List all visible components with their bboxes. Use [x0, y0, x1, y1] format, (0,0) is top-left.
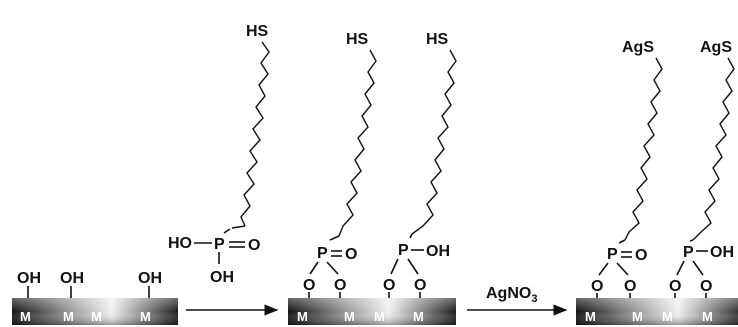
thiol-label: HS — [426, 31, 449, 48]
thiol-label: HS — [346, 31, 369, 48]
metal-oxide-surface-shade — [288, 298, 456, 325]
metal-atom-label: M — [702, 309, 713, 324]
metal-atom-label: M — [91, 309, 102, 324]
alkyl-chain — [411, 49, 457, 235]
oxygen-label: O — [624, 278, 636, 295]
oxygen-label: O — [303, 277, 315, 294]
reagent-formula: AgNO — [486, 285, 531, 302]
stage-1-surface-hydroxyl: OH OH OH M M M M — [12, 270, 178, 325]
oxygen-label: O — [591, 278, 603, 295]
oxygen-label: O — [334, 277, 346, 294]
metal-atom-label: M — [585, 309, 596, 324]
oxo-label: O — [345, 246, 357, 263]
hydroxyl-label: OH — [426, 243, 450, 260]
metal-atom-label: M — [20, 309, 31, 324]
stage-2-phosphonate-monolayer: HS P O HS P OH O O O O M M M M — [288, 31, 457, 325]
alkyl-chain — [338, 49, 377, 237]
hydroxyl-label: OH — [138, 270, 162, 287]
oxo-label: O — [248, 237, 260, 254]
oxo-label: O — [635, 247, 647, 264]
phosphorus-label: P — [214, 236, 225, 253]
phosphonic-acid-reagent: HS HO P O OH — [168, 23, 270, 286]
alkyl-chain — [624, 57, 663, 241]
metal-atom-label: M — [63, 309, 74, 324]
oxygen-label: O — [383, 277, 395, 294]
metal-atom-label: M — [140, 309, 151, 324]
metal-atom-label: M — [662, 309, 673, 324]
metal-atom-label: M — [632, 309, 643, 324]
metal-atom-label: M — [344, 309, 355, 324]
silver-thiolate-label: AgS — [622, 39, 654, 56]
thiol-label: HS — [246, 23, 269, 40]
metal-oxide-surface-shade — [576, 298, 738, 325]
silver-nitrate-step: AgNO3 — [467, 285, 568, 316]
phosphorus-label: P — [317, 245, 328, 262]
metal-atom-label: M — [374, 309, 385, 324]
reagent-subscript: 3 — [531, 293, 537, 305]
reagent-label: AgNO3 — [486, 285, 537, 305]
phosphorus-label: P — [398, 242, 409, 259]
alkyl-chain — [692, 57, 735, 241]
hydroxyl-label: OH — [17, 270, 41, 287]
hydroxyl-label: OH — [60, 270, 84, 287]
oxygen-label: O — [414, 277, 426, 294]
metal-atom-label: M — [413, 309, 424, 324]
silver-thiolate-label: AgS — [700, 39, 732, 56]
metal-atom-label: M — [297, 309, 308, 324]
phosphorus-label: P — [683, 244, 694, 261]
hydroxyl-label: OH — [210, 269, 234, 286]
alkyl-chain — [240, 41, 270, 227]
hydroxyl-label: OH — [710, 244, 734, 261]
stage-3-silver-thiolate-monolayer: AgS P O AgS P OH O O O O M M M M — [576, 39, 738, 325]
oxygen-label: O — [669, 278, 681, 295]
phosphorus-label: P — [607, 246, 618, 263]
hydroxyl-label: HO — [168, 235, 192, 252]
oxygen-label: O — [700, 278, 712, 295]
metal-oxide-surface-shade — [12, 298, 178, 325]
